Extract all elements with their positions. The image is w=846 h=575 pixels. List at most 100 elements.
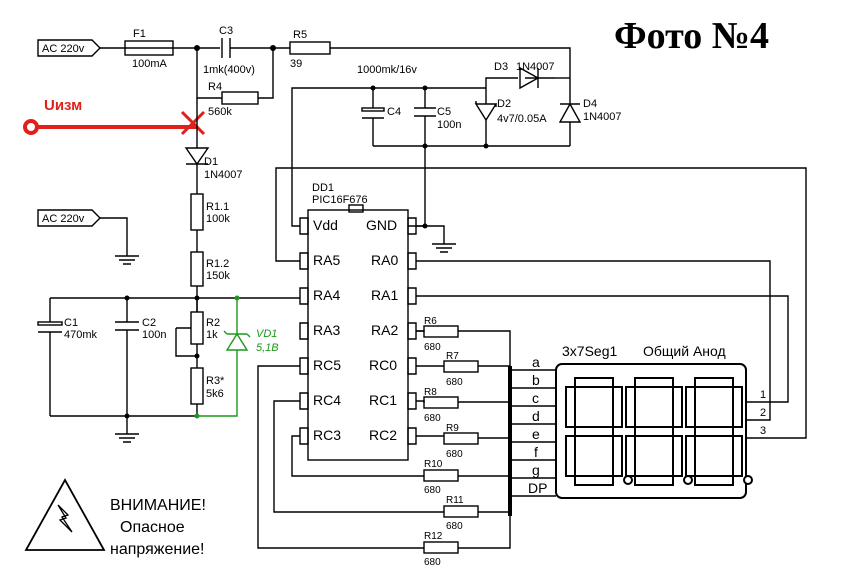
digit-3-segment-dp: [743, 475, 753, 485]
digit-1-segment-a: [574, 377, 614, 388]
pin-ra0: RA0: [371, 252, 398, 268]
ac-input-mid-label: AC 220v: [42, 213, 85, 225]
seg-e: e: [532, 426, 540, 442]
r9-value: 680: [446, 449, 463, 460]
r8-ref: R8: [424, 387, 437, 398]
segment-resistors: R6 680 R7 680 R8 680 R9 680 R10 680 R11 …: [257, 316, 511, 568]
ac-input-top-label: AC 220v: [42, 43, 85, 55]
digit-3-segment-e: [685, 435, 696, 477]
digit-1: [565, 377, 633, 486]
segment-labels: a b c d e f g DP: [528, 354, 547, 496]
digit-2-segment-e: [625, 435, 636, 477]
digit-1-segment-g: [574, 426, 614, 437]
d2-value: 4v7/0.05A: [497, 113, 547, 125]
display-name: 3x7Seg1: [562, 343, 617, 359]
ac-input-mid: AC 220v: [37, 209, 101, 227]
warning-line3: напряжение!: [110, 541, 205, 558]
lightning-icon: [57, 504, 73, 533]
seg-f: f: [534, 444, 538, 460]
d2-ref: D2: [497, 98, 511, 110]
r8-value: 680: [424, 413, 441, 424]
pin-ra3: RA3: [313, 322, 340, 338]
digit-2-segment-g: [634, 426, 674, 437]
pin-vdd: Vdd: [313, 217, 338, 233]
digit-3: [685, 377, 753, 486]
r9-ref: R9: [446, 423, 459, 434]
digit-3-segment-f: [685, 386, 696, 428]
c5-ref: C5: [437, 106, 451, 118]
digit-2-segment-dp: [683, 475, 693, 485]
c3-ref: C3: [219, 25, 233, 37]
display-digits: [565, 377, 753, 486]
r11-ref: R11: [446, 495, 464, 506]
warning-line2: Опасное: [120, 519, 185, 536]
r10-value: 680: [424, 485, 441, 496]
digit-1-segment-d: [574, 475, 614, 486]
seg-dp: DP: [528, 480, 547, 496]
mcu-pin-labels-right: GND RA0 RA1 RA2 RC0 RC1 RC2: [366, 217, 398, 443]
digit-1-segment-dp: [623, 475, 633, 485]
digit-2-segment-d: [634, 475, 674, 486]
vd1-ref: VD1: [256, 328, 277, 340]
d4-value: 1N4007: [583, 111, 622, 123]
pin-ra1: RA1: [371, 287, 398, 303]
u-meas-input: Uизм: [23, 97, 206, 136]
seg-d: d: [532, 408, 540, 424]
display-3x7seg: 3x7Seg1 Общий Анод 1 2 3: [555, 343, 766, 499]
c2-ref: C2: [142, 317, 156, 329]
digit-2-segment-a: [634, 377, 674, 388]
pin-ra2: RA2: [371, 322, 398, 338]
digit-2-segment-f: [625, 386, 636, 428]
r12-value: 680: [424, 557, 441, 568]
d3-value: 1N4007: [516, 61, 555, 73]
digit-3-segment-a: [694, 377, 734, 388]
c3-value: 1mk(400v): [203, 64, 255, 76]
digit-1-segment-b: [612, 386, 623, 428]
digit-3-segment-c: [732, 435, 743, 477]
capacitor-C4: C4: [361, 88, 401, 146]
seg-b: b: [532, 372, 540, 388]
mcu-part: PIC16F676: [312, 194, 368, 206]
potentiometer-R2: R2 1k: [175, 298, 220, 368]
digit-1-pin: 1: [760, 389, 766, 401]
digit-3-segment-d: [694, 475, 734, 486]
pin-rc1: RC1: [369, 392, 397, 408]
pin-rc0: RC0: [369, 357, 397, 373]
r11-value: 680: [446, 521, 463, 532]
digit-1-segment-f: [565, 386, 576, 428]
c5-value: 100n: [437, 119, 461, 131]
r6-ref: R6: [424, 316, 437, 327]
d3-ref: D3: [494, 61, 508, 73]
c4-ref: C4: [387, 106, 401, 118]
ac-input-top: AC 220v: [37, 39, 101, 57]
capacitor-C2: C2 100n: [115, 298, 166, 416]
pin-ra4: RA4: [313, 287, 340, 303]
f1-ref: F1: [133, 28, 146, 40]
resistor-R5: R5 39: [289, 29, 331, 70]
d1-ref: D1: [204, 156, 218, 168]
r5-value: 39: [290, 58, 302, 70]
r1-1-ref: R1.1: [206, 201, 229, 213]
diode-D1: D1 1N4007: [184, 147, 243, 181]
warning-line1: ВНИМАНИЕ!: [110, 497, 206, 514]
fuse-F1: F1 100mA: [124, 28, 174, 70]
r4-value: 560k: [208, 106, 232, 118]
pin-gnd: GND: [366, 217, 397, 233]
diode-D4: D4 1N4007: [558, 78, 622, 146]
r1-2-ref: R1.2: [206, 258, 229, 270]
digit-2-pin: 2: [760, 407, 766, 419]
seg-c: c: [532, 390, 539, 406]
r1-1-value: 100k: [206, 213, 230, 225]
capacitor-C3: C3 1mk(400v): [203, 25, 255, 76]
r6-value: 680: [424, 342, 441, 353]
zener-D2: D2 4v7/0.05A: [474, 94, 547, 146]
resistor-R4: R4 560k: [208, 81, 259, 118]
r2-ref: R2: [206, 317, 220, 329]
r10-ref: R10: [424, 459, 443, 470]
u-meas-label: Uизм: [44, 97, 82, 114]
digit-1-segment-c: [612, 435, 623, 477]
capacitor-C5: C5 100n: [414, 88, 461, 146]
c2-value: 100n: [142, 329, 166, 341]
r7-ref: R7: [446, 351, 459, 362]
